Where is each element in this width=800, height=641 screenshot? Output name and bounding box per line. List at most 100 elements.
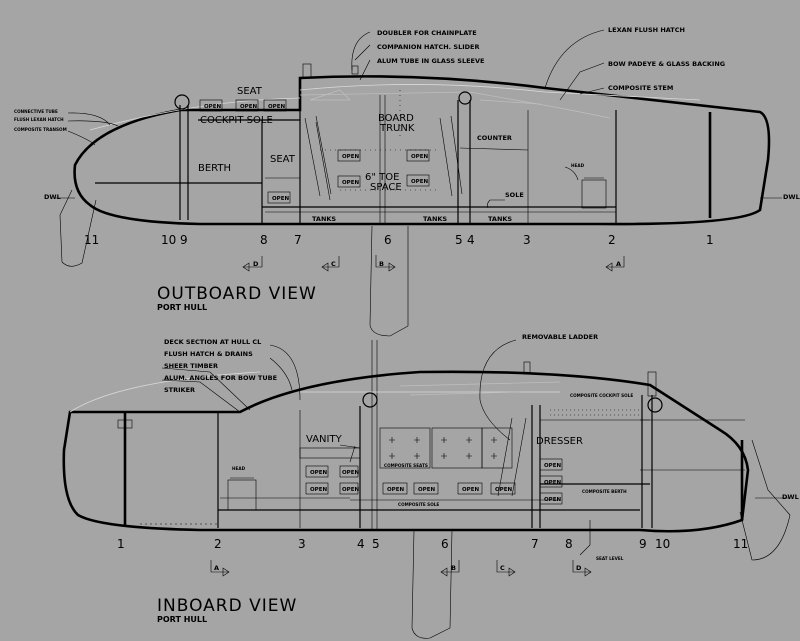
- seat-panel-mark-2: [441, 437, 447, 443]
- inboard-stations-6: 7: [531, 537, 539, 551]
- inboard-labels-open: OPEN: [310, 470, 327, 476]
- inboard-labels-open: OPEN: [544, 480, 561, 486]
- callout-removable-ladder: REMOVABLE LADDER: [522, 333, 598, 341]
- label-board-trunk: BOARD: [378, 113, 414, 124]
- inboard-section_marks-3: D: [576, 564, 582, 572]
- svg-text:TRUNK: TRUNK: [379, 123, 415, 134]
- outboard-labels-open: OPEN: [204, 104, 221, 110]
- inboard-labels-open: OPEN: [495, 487, 512, 493]
- inboard-labels-open: OPEN: [544, 463, 561, 469]
- callout-composite-stem: COMPOSITE STEM: [608, 84, 673, 92]
- inboard-labels-open: OPEN: [387, 487, 404, 493]
- inboard-view: OPEN OPEN OPEN OPEN OPEN OPEN OPEN OPEN …: [62, 333, 799, 639]
- outboard-stations-10: 1: [706, 233, 714, 247]
- outboard-subtitle: PORT HULL: [157, 303, 207, 312]
- label-counter: COUNTER: [477, 134, 512, 142]
- outboard-stations-3: 8: [260, 233, 268, 247]
- inboard-labels-open: OPEN: [418, 487, 435, 493]
- inboard-seat-panels: [379, 427, 513, 469]
- seat-panel-mark-3: [466, 437, 472, 443]
- callout-flush-hatch: FLUSH HATCH & DRAINS: [164, 350, 253, 358]
- inboard-stations-7: 8: [565, 537, 573, 551]
- label-tanks-1: TANKS: [312, 215, 336, 223]
- outboard-stations-2: 9: [180, 233, 188, 247]
- outboard-stations-1: 10: [161, 233, 176, 247]
- label-sole: SOLE: [505, 191, 524, 199]
- outboard-labels-open: OPEN: [268, 104, 285, 110]
- inboard-title: INBOARD VIEW: [157, 596, 297, 616]
- callout-companion-hatch: COMPANION HATCH. SLIDER: [377, 43, 479, 51]
- label-vanity: VANITY: [306, 434, 343, 445]
- callout-striker: STRIKER: [164, 386, 195, 394]
- label-head: HEAD: [571, 163, 585, 168]
- outboard-stations-9: 2: [608, 233, 616, 247]
- callout-flush-lexan: FLUSH LEXAN HATCH: [14, 117, 64, 122]
- inboard-stations-9: 10: [655, 537, 670, 551]
- seat-panel-mark-7: [441, 453, 447, 459]
- outboard-labels-open: OPEN: [240, 104, 257, 110]
- callout-alum-angles: ALUM. ANGLES FOR BOW TUBE: [164, 374, 277, 382]
- callout-seat-level: SEAT LEVEL: [596, 556, 624, 561]
- seat-panel-mark-9: [491, 453, 497, 459]
- label-berth: BERTH: [198, 163, 231, 174]
- outboard-labels-open: OPEN: [272, 196, 289, 202]
- callout-composite-cockpit-sole: COMPOSITE COCKPIT SOLE: [570, 393, 633, 398]
- callout-bow-padeye: BOW PADEYE & GLASS BACKING: [608, 60, 725, 68]
- outboard-stations: 11 10 9 8 7 6 5 4 3 2 1: [84, 233, 714, 247]
- inboard-labels-open: OPEN: [342, 470, 359, 476]
- label-seat-mid: SEAT: [270, 154, 296, 165]
- inboard-stations-10: 11: [733, 537, 748, 551]
- inboard-section_marks-1: B: [451, 564, 456, 572]
- inboard-stations-1: 2: [214, 537, 222, 551]
- label-dwl-right: DWL: [783, 193, 800, 201]
- inboard-stations-0: 1: [117, 537, 125, 551]
- seat-panel-mark-4: [491, 437, 497, 443]
- inboard-stations-2: 3: [298, 537, 306, 551]
- inboard-stations-4: 5: [372, 537, 380, 551]
- outboard-section-marks: D C B A: [242, 255, 625, 272]
- outboard-stations-0: 11: [84, 233, 99, 247]
- outboard-labels-open: OPEN: [342, 154, 359, 160]
- inboard-hull: [62, 370, 750, 533]
- label-tanks-2: TANKS: [423, 215, 447, 223]
- outboard-stations-8: 3: [523, 233, 531, 247]
- label-dwl-left: DWL: [44, 193, 61, 201]
- callout-doubler: DOUBLER FOR CHAINPLATE: [377, 29, 477, 37]
- inboard-subtitle: PORT HULL: [157, 615, 207, 624]
- label-seat-top: SEAT: [237, 86, 263, 97]
- outboard-view: OPEN OPEN OPEN OPEN OPEN OPEN OPEN OPEN …: [14, 26, 800, 337]
- outboard-section_marks-2: B: [379, 260, 384, 268]
- outboard-labels-open: OPEN: [411, 154, 428, 160]
- inboard-labels-open: OPEN: [310, 487, 327, 493]
- outboard-stations-4: 7: [294, 233, 302, 247]
- svg-text:SPACE: SPACE: [370, 182, 402, 193]
- label-cockpit-sole: COCKPIT SOLE: [200, 115, 273, 126]
- inboard-labels-open: OPEN: [462, 487, 479, 493]
- inboard-stations-5: 6: [441, 537, 449, 551]
- label-dwl-inboard: DWL: [782, 493, 799, 501]
- outboard-section_marks-1: C: [331, 260, 336, 268]
- outboard-section_marks-0: D: [253, 260, 259, 268]
- callout-composite-sole: COMPOSITE SOLE: [398, 502, 439, 507]
- callout-sheer-timber: SHEER TIMBER: [164, 362, 218, 370]
- outboard-rudder: [59, 189, 97, 267]
- callout-composite-seats: COMPOSITE SEATS: [384, 463, 428, 468]
- inboard-section_marks-2: C: [500, 564, 505, 572]
- seat-panel-mark-6: [414, 453, 420, 459]
- label-toe-space: 6" TOE: [365, 172, 399, 183]
- outboard-stations-6: 5: [455, 233, 463, 247]
- label-dresser: DRESSER: [536, 436, 583, 447]
- inboard-labels-open: OPEN: [544, 497, 561, 503]
- outboard-open-panels: OPEN OPEN OPEN OPEN OPEN OPEN OPEN OPEN: [199, 99, 430, 204]
- callout-connective-tube: CONNECTIVE TUBE: [14, 109, 58, 114]
- inboard-open-panels: OPEN OPEN OPEN OPEN OPEN OPEN OPEN OPEN …: [305, 458, 563, 505]
- seat-panel-mark-0: [389, 437, 395, 443]
- inboard-stations-3: 4: [357, 537, 365, 551]
- inboard-section_marks-0: A: [214, 564, 219, 572]
- callout-alum-tube: ALUM TUBE IN GLASS SLEEVE: [377, 57, 484, 65]
- seat-panel-mark-5: [389, 453, 395, 459]
- seat-panel-mark-1: [414, 437, 420, 443]
- inboard-labels-open: OPEN: [342, 487, 359, 493]
- inboard-section-marks: A B C D: [210, 560, 592, 577]
